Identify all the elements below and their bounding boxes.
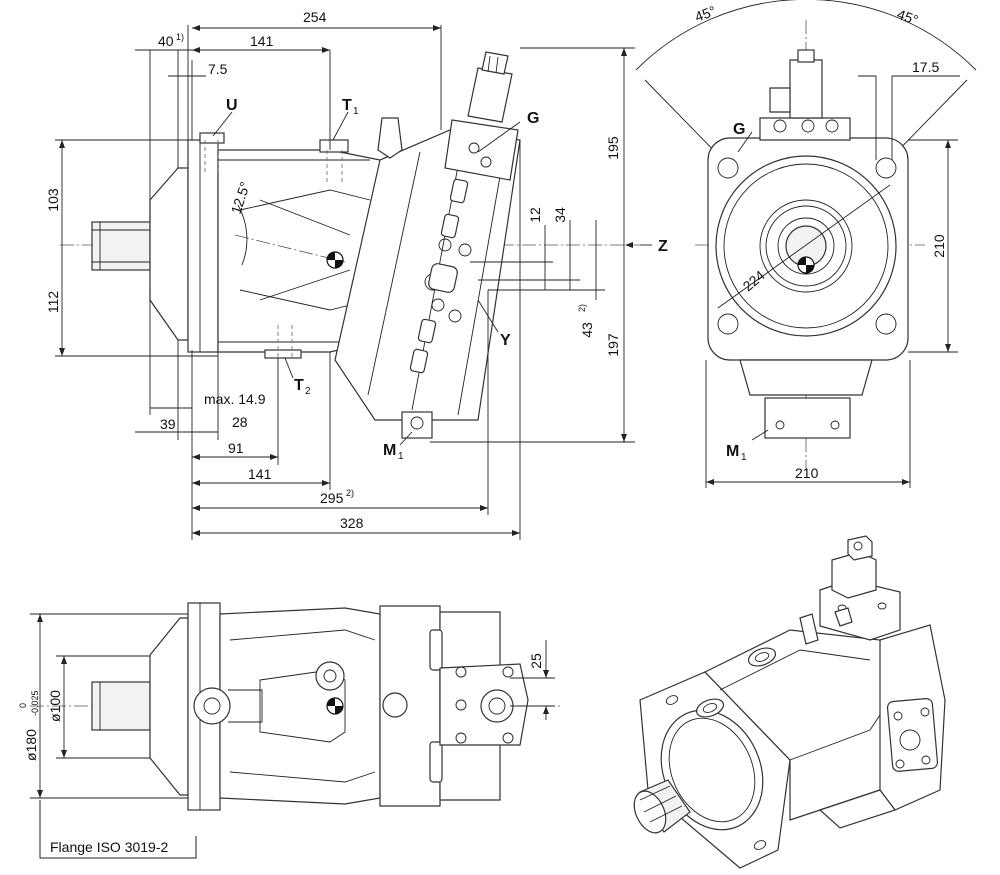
dim-max-14-9: max. 14.9 bbox=[204, 391, 266, 407]
drive-shaft bbox=[91, 221, 151, 271]
isometric-view bbox=[633, 535, 946, 869]
dim-25: 25 bbox=[528, 653, 544, 669]
dim-112: 112 bbox=[45, 291, 61, 314]
dim-7-5: 7.5 bbox=[208, 61, 228, 77]
dim-91: 91 bbox=[228, 440, 244, 456]
port-m1-boss bbox=[401, 411, 433, 439]
solenoid bbox=[467, 67, 513, 123]
dim-45-left: 45° bbox=[693, 3, 718, 25]
dim-141-bottom: 141 bbox=[248, 466, 272, 482]
port-label-g: G bbox=[527, 110, 539, 127]
dim-45-right: 45° bbox=[895, 6, 920, 28]
dim-210-vertical: 210 bbox=[931, 234, 947, 258]
flange-note: Flange ISO 3019-2 bbox=[50, 839, 169, 855]
dim-254: 254 bbox=[303, 9, 327, 25]
dim-141-top: 141 bbox=[250, 33, 274, 49]
dim-28: 28 bbox=[232, 414, 248, 430]
dim-210-horizontal: 210 bbox=[795, 465, 819, 481]
dim-dia-180-tol-upper: 0 bbox=[18, 703, 28, 708]
dim-dia-100: ø100 bbox=[47, 690, 63, 722]
port-label-m1: M bbox=[383, 442, 396, 459]
port-label-g-end: G bbox=[733, 121, 745, 138]
housing-top bbox=[219, 607, 381, 805]
port-label-m1-sub: 1 bbox=[398, 451, 404, 462]
angle-arc bbox=[635, 0, 977, 71]
dim-328: 328 bbox=[340, 515, 364, 531]
port-label-y: Y bbox=[500, 332, 511, 349]
dim-43: 43 bbox=[579, 322, 595, 338]
port-label-m1-end-sub: 1 bbox=[741, 452, 747, 463]
port-label-t1-sub: 1 bbox=[353, 106, 359, 117]
dim-34: 34 bbox=[552, 207, 568, 223]
dim-17-5: 17.5 bbox=[912, 59, 939, 75]
dim-197: 197 bbox=[605, 333, 621, 357]
port-t1-boss bbox=[319, 139, 349, 153]
port-label-t2: T bbox=[294, 377, 304, 394]
dim-39: 39 bbox=[160, 416, 176, 432]
top-view: ø180 0 -0.025 ø100 25 Flange ISO 3019-2 bbox=[18, 602, 560, 859]
dim-40-note: 1) bbox=[176, 32, 184, 42]
dim-43-note: 2) bbox=[577, 304, 587, 312]
flange-pilot bbox=[149, 167, 189, 341]
drive-shaft-top bbox=[91, 681, 151, 731]
dim-195: 195 bbox=[605, 136, 621, 160]
port-t2-boss bbox=[264, 349, 302, 359]
dim-dia-180-tol-lower: -0.025 bbox=[30, 690, 40, 716]
m1-block bbox=[764, 397, 851, 439]
end-view: 45° 45° 17.5 210 224 210 G M 1 bbox=[635, 0, 977, 488]
port-label-m1-end: M bbox=[726, 443, 739, 460]
port-label-z: Z bbox=[658, 238, 668, 255]
port-label-t2-sub: 2 bbox=[305, 386, 311, 397]
mounting-flange bbox=[187, 139, 219, 353]
center-mark-top bbox=[326, 697, 344, 715]
dim-12: 12 bbox=[527, 207, 543, 223]
port-label-u: U bbox=[226, 97, 238, 114]
dim-40: 40 bbox=[158, 33, 174, 49]
center-mark-end bbox=[797, 256, 815, 274]
dim-103: 103 bbox=[45, 188, 61, 212]
dim-dia-180: ø180 bbox=[23, 729, 39, 761]
port-label-t1: T bbox=[342, 97, 352, 114]
dim-295-note: 2) bbox=[346, 488, 354, 498]
flange-note-frame bbox=[39, 800, 197, 859]
dim-295: 295 bbox=[320, 490, 344, 506]
center-mark bbox=[326, 251, 344, 269]
port-u-boss bbox=[199, 132, 225, 144]
side-view: 254 40 1) 141 7.5 103 112 12.5° 12 34 43… bbox=[45, 9, 668, 540]
